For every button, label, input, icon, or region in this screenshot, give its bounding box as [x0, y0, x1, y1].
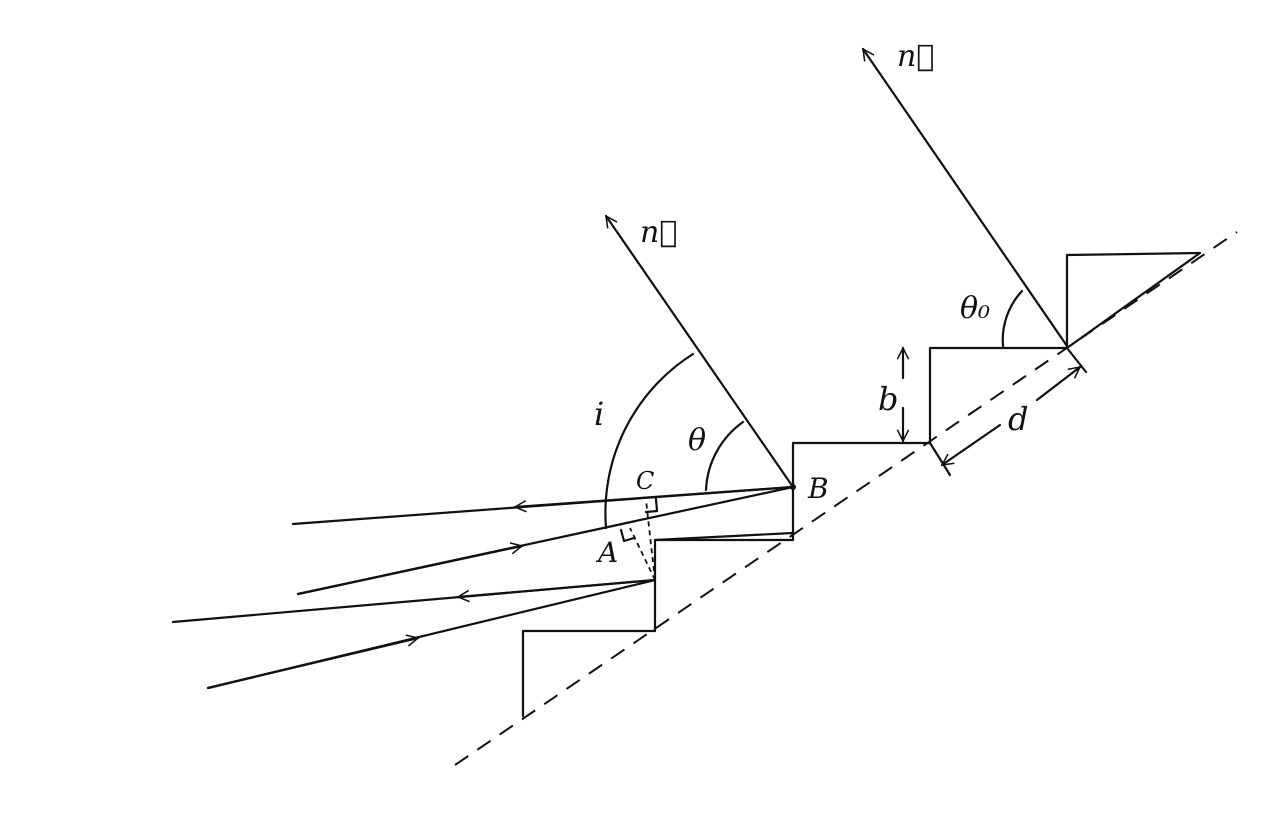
incident-ray-lower-arrow — [206, 638, 418, 690]
diffracted-ray-lower-arrow — [458, 578, 657, 597]
dimension-d-arrow-right — [1035, 365, 1080, 402]
normal-vector-b — [604, 216, 795, 489]
normal-vector-top-label: n⃗ — [897, 39, 934, 74]
right-angle-mark-c — [644, 497, 659, 514]
arc-angle-theta — [704, 420, 745, 492]
grating-baseline — [454, 231, 1238, 766]
label-i: i — [594, 395, 604, 433]
step-bottom-3 — [1065, 251, 1202, 350]
incident-ray-upper-arrow — [296, 546, 522, 596]
arc-angle-i — [604, 352, 695, 530]
label-theta: θ — [688, 423, 706, 458]
dimension-d-tick-left — [928, 441, 952, 477]
diffracted-ray-upper-arrow — [515, 485, 795, 507]
path-difference-segment-2 — [629, 527, 656, 581]
normal-vector-top — [861, 49, 1069, 348]
label-b: b — [878, 380, 898, 418]
label-point-b: B — [807, 472, 829, 505]
step-corner-1 — [653, 531, 795, 542]
label-theta0: θ₀ — [960, 291, 990, 326]
label-point-a: A — [595, 536, 618, 569]
label-point-c: C — [636, 467, 654, 495]
point-b-dot — [790, 484, 796, 490]
path-difference-segment — [645, 499, 656, 581]
label-d: d — [1008, 400, 1028, 438]
dimension-d-arrow-left — [942, 423, 1002, 467]
arc-angle-theta0 — [1001, 289, 1024, 348]
normal-vector-b-label: n⃗ — [640, 215, 677, 250]
right-angle-mark-a — [619, 528, 636, 543]
dimension-d-tick-right — [1065, 346, 1088, 374]
grating-steps — [521, 251, 1202, 718]
